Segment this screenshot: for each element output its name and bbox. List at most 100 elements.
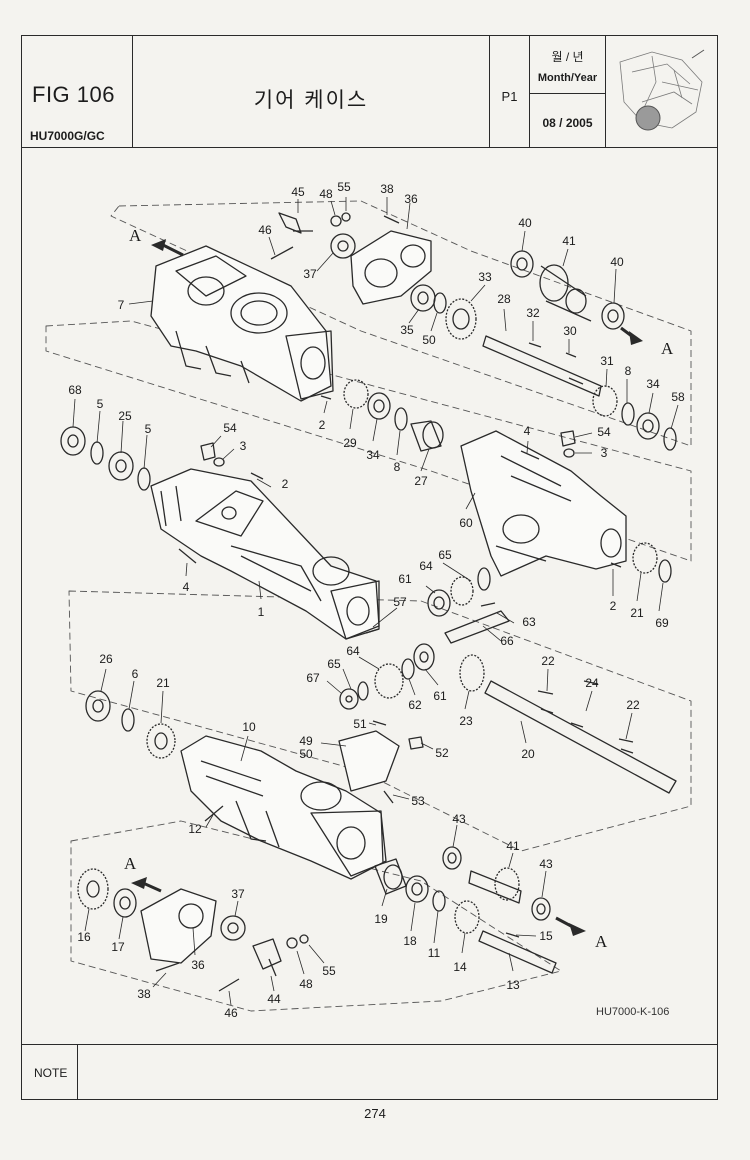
page-number: 274	[364, 1106, 386, 1121]
exploded-gear-case-diagram: A A A A 45 48 55 38 36 46 37 40 41 40 7 …	[45, 180, 692, 1020]
part-callout: 8	[394, 460, 401, 474]
part-callout: 12	[188, 822, 202, 836]
date-value: 08 / 2005	[542, 116, 593, 130]
part-callout: 13	[506, 978, 520, 992]
part-callout: 43	[452, 812, 466, 826]
page-title: 기어 케이스	[253, 89, 369, 112]
part-callout: 62	[408, 698, 422, 712]
part-callout: 48	[299, 977, 313, 991]
part-callout: 57	[393, 595, 407, 609]
part-callout: 41	[506, 839, 520, 853]
page-cell: P1	[490, 36, 530, 147]
part-callout: 6	[132, 667, 139, 681]
part-callout: 17	[111, 940, 125, 954]
part-callout: 22	[626, 698, 640, 712]
title-block: FIG 106 HU7000G/GC 기어 케이스 P1 월 / 년 Month…	[22, 36, 717, 148]
part-callout: 15	[539, 929, 553, 943]
note-label-cell: NOTE	[22, 1045, 78, 1099]
part-callout: 19	[374, 912, 388, 926]
part-callout: 44	[267, 992, 281, 1006]
part-callout: 54	[223, 421, 237, 435]
part-callout: 63	[522, 615, 536, 629]
parts-sheet: FIG 106 HU7000G/GC 기어 케이스 P1 월 / 년 Month…	[21, 35, 718, 1100]
part-callout: 55	[337, 180, 351, 194]
part-callout: 46	[224, 1006, 238, 1020]
main-gear-case-housing	[150, 468, 380, 640]
part-callout: 67	[306, 671, 320, 685]
part-callout: 34	[646, 377, 660, 391]
figure-cell: FIG 106 HU7000G/GC	[22, 36, 133, 147]
part-callout: 21	[630, 606, 644, 620]
part-callout: 16	[77, 930, 91, 944]
part-callout: 11	[428, 946, 441, 960]
machine-thumbnail-image	[619, 49, 705, 131]
part-callout: 69	[655, 616, 669, 630]
secondary-gear-case-housing	[460, 430, 627, 577]
figure-number: FIG 106	[32, 82, 115, 107]
part-callout: 26	[99, 652, 113, 666]
part-callout: 23	[459, 714, 473, 728]
part-callout: 64	[419, 559, 433, 573]
part-callout: 18	[403, 934, 417, 948]
gear-41-upper	[539, 264, 592, 322]
part-callout: 55	[322, 964, 336, 978]
part-callout: 34	[366, 448, 380, 462]
part-callout: 21	[156, 676, 170, 690]
part-callout: 25	[118, 409, 132, 423]
part-callout: 24	[585, 676, 599, 690]
part-callout: 20	[521, 747, 535, 761]
part-callout: 31	[600, 354, 614, 368]
part-callout: 65	[438, 548, 452, 562]
thumbnail-cell	[606, 36, 717, 147]
part-callout: 10	[242, 720, 256, 734]
part-callout: 30	[563, 324, 577, 338]
part-callout: 2	[282, 477, 289, 491]
part-callout: 41	[562, 234, 576, 248]
part-callout: 61	[398, 572, 412, 586]
part-callout: 36	[404, 192, 418, 206]
page-label: P1	[501, 89, 518, 104]
part-callout: 61	[433, 689, 447, 703]
part-callout: 7	[118, 298, 125, 312]
part-callout: 4	[524, 424, 531, 438]
part-callout: 38	[137, 987, 151, 1001]
gear-case-cover	[350, 230, 432, 305]
view-arrow-label: A	[124, 854, 137, 873]
date-cell: 월 / 년 Month/Year 08 / 2005	[530, 36, 606, 147]
part-callout: 2	[610, 599, 617, 613]
part-callout: 64	[346, 644, 360, 658]
part-callout: 36	[191, 958, 205, 972]
part-callout: 43	[539, 857, 553, 871]
part-callout: 27	[414, 474, 428, 488]
date-label-box: 월 / 년 Month/Year	[530, 36, 605, 94]
gear-33	[445, 298, 477, 340]
view-arrow-label: A	[129, 226, 142, 245]
part-callout: 3	[601, 446, 608, 460]
part-callout: 49	[299, 734, 313, 748]
part-callout: 5	[97, 397, 104, 411]
note-label: NOTE	[34, 1066, 68, 1080]
part-callout: 50	[299, 747, 313, 761]
part-callout: 45	[291, 185, 305, 199]
part-callout: 68	[68, 383, 82, 397]
shaft-20	[484, 680, 677, 794]
part-callout: 65	[327, 657, 341, 671]
part-callout: 33	[478, 270, 492, 284]
part-callout: 4	[183, 580, 190, 594]
part-callout: 60	[459, 516, 473, 530]
part-callout: 52	[435, 746, 449, 760]
part-callout: 35	[400, 323, 414, 337]
part-callout: 50	[422, 333, 436, 347]
upper-gear-case-housing	[150, 245, 334, 402]
bearing-40-right	[601, 302, 625, 330]
bearing-40-upper	[510, 250, 534, 278]
title-cell: 기어 케이스	[133, 36, 490, 147]
part-callout: 1	[258, 605, 265, 619]
date-label-english: Month/Year	[537, 72, 598, 84]
part-callout: 66	[500, 634, 514, 648]
part-callout: 54	[597, 425, 611, 439]
part-callout: 8	[625, 364, 632, 378]
part-callout: 3	[240, 439, 247, 453]
part-callout: 22	[541, 654, 555, 668]
part-callout: 48	[319, 187, 333, 201]
